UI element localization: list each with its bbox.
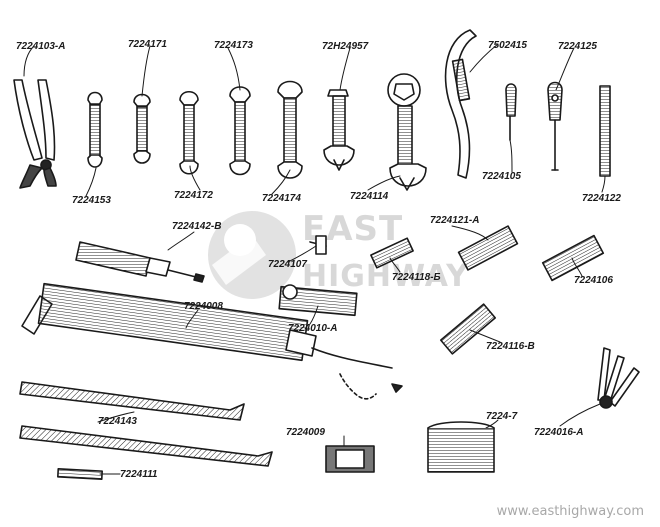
- feeler-gauge-icon: [597, 347, 640, 409]
- wrench-174-icon: [277, 80, 303, 179]
- punch-122-icon: [599, 85, 611, 177]
- label-wrench-010: 7224010-A: [288, 323, 338, 334]
- wrench-173-icon: [229, 86, 251, 176]
- label-lever-143: 7224143: [98, 416, 137, 427]
- label-punch-122: 7224122: [582, 193, 621, 204]
- pin-111-icon: [57, 468, 103, 480]
- label-socket-118: 7224118-Б: [392, 272, 441, 283]
- label-pin-111: 7224111: [120, 469, 158, 480]
- label-key-107: 7224107: [268, 259, 307, 270]
- label-hook-spanner: 7502415: [488, 40, 527, 51]
- label-socket-121: 7224121-A: [430, 215, 480, 226]
- label-screwdriver-142: 7224142-B: [172, 221, 222, 232]
- tire-pump-icon: [21, 282, 403, 400]
- tool-125-icon: [547, 81, 563, 171]
- screwdriver-142-icon: [75, 241, 205, 283]
- label-socket-116: 7224116-B: [486, 341, 535, 352]
- hook-spanner-icon: [444, 29, 477, 179]
- socket-116-icon: [439, 303, 497, 355]
- socket-106-icon: [541, 234, 605, 282]
- label-wrench-173: 7224173: [214, 40, 253, 51]
- wrench-171-icon: [133, 93, 151, 164]
- leader-lines: [23, 43, 606, 475]
- watermark-highway: HIGHWAY: [302, 259, 469, 294]
- label-wrench-114: 7224114: [350, 191, 389, 202]
- socket-121-icon: [457, 225, 519, 271]
- t-key-107-icon: [309, 235, 327, 255]
- tire-lever-icon: [19, 381, 273, 467]
- label-tool-125: 7224125: [558, 41, 597, 52]
- label-box-009: 7224009: [286, 427, 325, 438]
- wrench-172-icon: [179, 90, 199, 175]
- label-bag-7: 7224-7: [486, 411, 518, 422]
- label-socket-106: 7224106: [574, 275, 613, 286]
- label-wrench-174: 7224174: [262, 193, 301, 204]
- wrench-010-icon: [278, 284, 358, 317]
- label-wrench-171: 7224171: [128, 39, 167, 50]
- label-feeler-gauge: 7224016-A: [534, 427, 584, 438]
- tool-bag-icon: [427, 421, 495, 473]
- wrench-small-icon: [87, 91, 103, 168]
- wrench-72h-icon: [323, 89, 355, 171]
- screwdriver-105-icon: [505, 83, 517, 141]
- label-pump: 7224008: [184, 301, 223, 312]
- watermark-url: www.easthighway.com: [496, 504, 644, 519]
- wrench-114-icon: [387, 73, 427, 191]
- label-screwdriver-105: 7224105: [482, 171, 521, 182]
- label-wrench-153: 7224153: [72, 195, 111, 206]
- box-009-icon: [325, 445, 375, 473]
- label-wrench-172: 7224172: [174, 190, 213, 201]
- label-pliers: 7224103-A: [16, 41, 66, 52]
- socket-118-icon: [370, 237, 414, 269]
- label-wrench-72h: 72H24957: [322, 41, 369, 52]
- pliers-icon: [13, 79, 57, 189]
